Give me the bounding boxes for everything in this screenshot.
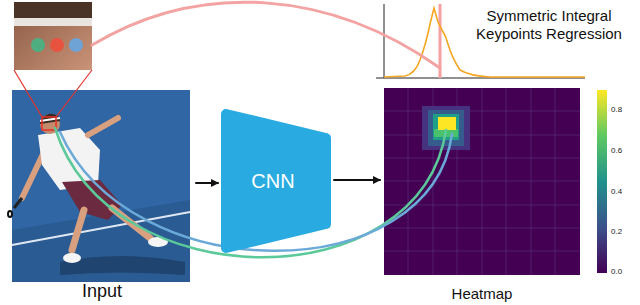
zoom-leader [14, 70, 42, 117]
grid-line [482, 88, 483, 275]
grid-line [506, 88, 507, 275]
heat-blob [428, 110, 464, 146]
face-crop [14, 2, 92, 70]
cnn-block: CNN [220, 108, 332, 254]
grid-line [384, 228, 580, 229]
zoom-leader [56, 70, 92, 117]
keypoint-dot [69, 38, 83, 52]
node-label: Heatmap [452, 285, 513, 303]
zoom-inset [14, 2, 92, 117]
grid-line [384, 158, 580, 159]
input-node: Input [10, 2, 194, 303]
right-arm [88, 118, 118, 135]
heatmap-node: Heatmap [382, 86, 582, 303]
grid-line [384, 135, 580, 136]
cnn-shape [226, 114, 326, 248]
shoe [63, 253, 81, 263]
heat-peak [438, 117, 456, 130]
arrow-connector [334, 179, 380, 181]
colorbar [597, 90, 607, 273]
node-label: Input [82, 281, 122, 303]
colorbar-tick: 0.0 [611, 268, 622, 276]
arrow-connector [196, 182, 218, 184]
racket-handle [14, 198, 22, 208]
heat-blob [422, 106, 470, 150]
headband [40, 118, 60, 121]
colorbar-tick: 0.8 [611, 106, 622, 114]
colorbar-tick: 0.6 [611, 147, 622, 155]
racket-head [8, 211, 12, 217]
court [12, 90, 190, 282]
grid-line [531, 88, 532, 275]
regression-plot: Symmetric Integral Keypoints Regression [376, 2, 636, 80]
grid-line [384, 181, 580, 182]
grid-line [384, 111, 580, 112]
keypoint-dot [50, 38, 64, 52]
colorbar-tick: 0.4 [611, 188, 622, 196]
headband-crop [14, 18, 92, 26]
heatmap-grid [384, 88, 580, 275]
y-axis [384, 4, 385, 78]
grid-line [384, 251, 580, 252]
node-label: Symmetric Integral Keypoints Regression [464, 7, 634, 43]
node-label: CNN [251, 169, 294, 193]
heatmap-ground [384, 88, 580, 275]
grid-line [555, 88, 556, 275]
heatmap-image [384, 88, 607, 275]
hair-crop [14, 2, 92, 18]
grid-line [408, 88, 409, 275]
colorbar-tick: 0.2 [611, 228, 622, 236]
leg [72, 210, 84, 250]
keypoint-dot [31, 38, 45, 52]
keypoint-curve [92, 2, 440, 68]
